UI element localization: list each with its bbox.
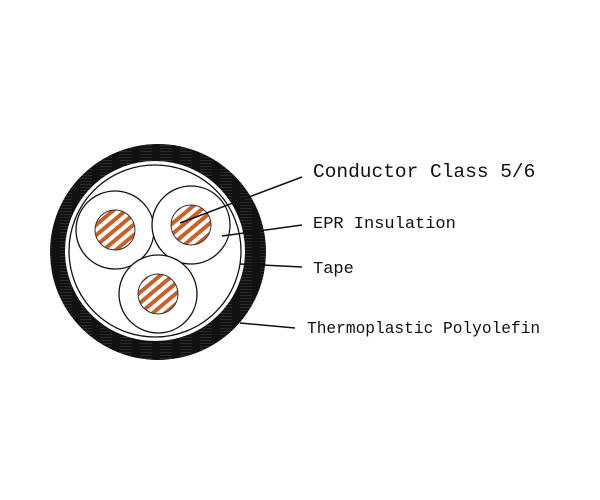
label-sheath: Thermoplastic Polyolefin — [307, 320, 540, 338]
core-right — [151, 185, 231, 265]
leader-line-insulation — [221, 224, 303, 237]
conductor-right — [170, 204, 212, 246]
label-conductor: Conductor Class 5/6 — [313, 161, 535, 183]
leader-line-sheath — [239, 322, 296, 329]
label-insulation: EPR Insulation — [313, 215, 456, 234]
core-left — [75, 190, 155, 270]
leader-line-conductor — [179, 176, 303, 224]
conductor-bottom — [137, 273, 179, 315]
label-tape: Tape — [313, 260, 354, 279]
leader-line-tape — [239, 263, 303, 268]
core-bottom — [118, 254, 198, 334]
conductor-left — [94, 209, 136, 251]
